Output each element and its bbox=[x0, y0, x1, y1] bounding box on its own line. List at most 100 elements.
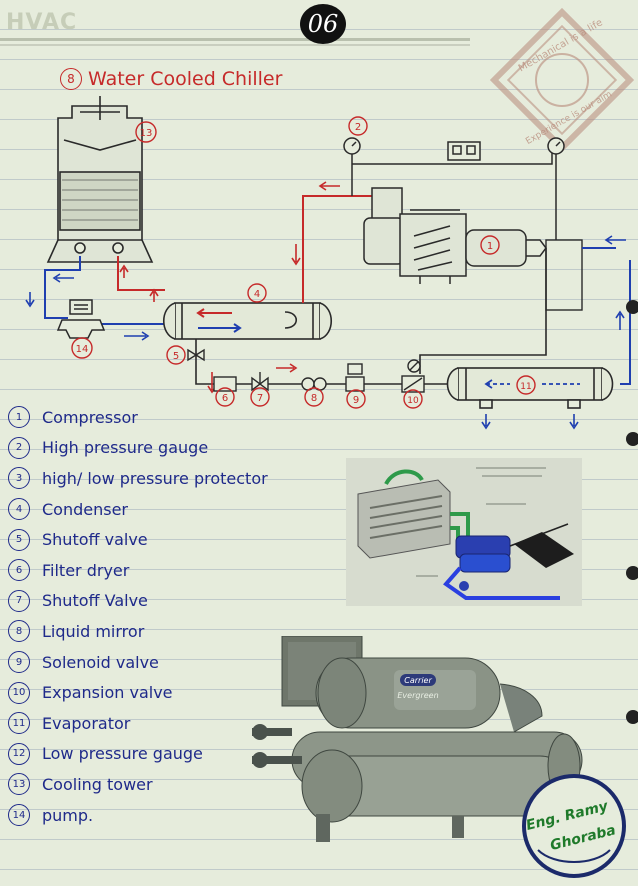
legend-text: Liquid mirror bbox=[42, 621, 145, 641]
legend-text: Solenoid valve bbox=[42, 652, 159, 672]
label-13: 13 bbox=[135, 121, 157, 143]
chiller-brand: Carrier bbox=[404, 676, 432, 685]
page-number: 06 bbox=[300, 4, 346, 44]
legend-item: 6 Filter dryer bbox=[8, 555, 268, 586]
legend-number: 14 bbox=[8, 804, 30, 827]
binder-hole bbox=[626, 300, 638, 314]
low-pressure-gauge bbox=[547, 137, 565, 240]
legend-number: 12 bbox=[8, 742, 30, 765]
legend-item: 2 High pressure gauge bbox=[8, 433, 268, 464]
signature-badge: Eng. Ramy Ghoraba bbox=[522, 774, 626, 878]
chiller-3d-illustration bbox=[346, 458, 582, 606]
chiller-model: Evergreen bbox=[397, 691, 438, 700]
flow-arrow-hot-gas bbox=[318, 181, 340, 191]
legend-text: Filter dryer bbox=[42, 560, 130, 580]
svg-text:5: 5 bbox=[173, 351, 179, 362]
label-9: 9 bbox=[346, 389, 366, 409]
pump bbox=[56, 299, 106, 339]
shutoff-valve-5 bbox=[187, 348, 205, 362]
label-2: 2 bbox=[348, 116, 368, 136]
solenoid-valve bbox=[345, 363, 365, 392]
evaporator bbox=[446, 367, 614, 409]
suction-box bbox=[545, 239, 583, 311]
label-14: 14 bbox=[71, 337, 93, 359]
legend-item: 13 Cooling tower bbox=[8, 769, 268, 800]
binder-hole bbox=[626, 566, 638, 580]
high-pressure-gauge bbox=[343, 137, 361, 196]
legend-text: High pressure gauge bbox=[42, 438, 209, 458]
title-number: 8 bbox=[60, 68, 82, 90]
legend-number: 2 bbox=[8, 436, 30, 459]
legend-text: Evaporator bbox=[42, 713, 131, 733]
binder-hole bbox=[626, 432, 638, 446]
legend-text: pump. bbox=[42, 805, 94, 825]
svg-text:13: 13 bbox=[140, 128, 153, 139]
watermark-stamp: Mechanical is a life Experience is our a… bbox=[489, 7, 635, 153]
header-rule bbox=[0, 28, 470, 48]
legend-text: Low pressure gauge bbox=[42, 744, 203, 764]
legend-text: Cooling tower bbox=[42, 774, 153, 794]
svg-text:9: 9 bbox=[353, 395, 359, 406]
legend-number: 9 bbox=[8, 651, 30, 674]
label-11: 11 bbox=[516, 375, 536, 395]
legend-number: 4 bbox=[8, 498, 30, 521]
svg-text:4: 4 bbox=[254, 289, 260, 300]
svg-text:14: 14 bbox=[76, 344, 89, 355]
legend-number: 13 bbox=[8, 773, 30, 796]
legend-number: 10 bbox=[8, 681, 30, 704]
svg-text:2: 2 bbox=[355, 122, 361, 133]
pressure-protector bbox=[352, 141, 553, 165]
svg-text:6: 6 bbox=[222, 393, 228, 404]
legend-text: Condenser bbox=[42, 499, 128, 519]
page-title: 8 Water Cooled Chiller bbox=[60, 68, 282, 90]
legend-text: high/ low pressure protector bbox=[42, 468, 268, 488]
legend-item: 4 Condenser bbox=[8, 494, 268, 525]
legend-item: 8 Liquid mirror bbox=[8, 616, 268, 647]
label-6: 6 bbox=[215, 387, 235, 407]
shutoff-valve-7 bbox=[251, 372, 269, 392]
legend-item: 9 Solenoid valve bbox=[8, 647, 268, 678]
legend-number: 11 bbox=[8, 712, 30, 735]
legend-number: 5 bbox=[8, 528, 30, 551]
cooling-tower bbox=[46, 96, 154, 263]
legend-item: 10 Expansion valve bbox=[8, 677, 268, 708]
legend-text: Expansion valve bbox=[42, 683, 173, 703]
label-4: 4 bbox=[247, 283, 267, 303]
svg-text:11: 11 bbox=[520, 382, 531, 392]
legend-item: 12 Low pressure gauge bbox=[8, 739, 268, 770]
hot-gas-line bbox=[302, 195, 385, 303]
label-5: 5 bbox=[166, 345, 186, 365]
flow-arrow-liquid-2 bbox=[276, 363, 298, 373]
compressor bbox=[363, 187, 547, 284]
binder-hole bbox=[626, 710, 638, 724]
expansion-valve bbox=[401, 359, 425, 393]
chiller-schematic: 13 14 bbox=[25, 96, 631, 430]
legend-number: 8 bbox=[8, 620, 30, 643]
liquid-mirror bbox=[301, 377, 327, 391]
legend-text: Shutoff Valve bbox=[42, 591, 148, 611]
label-1: 1 bbox=[480, 235, 500, 255]
legend-item: 3 high/ low pressure protector bbox=[8, 463, 268, 494]
condenser-water-piping bbox=[44, 256, 165, 325]
legend-item: 14 pump. bbox=[8, 800, 268, 831]
carrier-chiller-photo: Carrier Evergreen bbox=[252, 636, 583, 842]
legend-number: 6 bbox=[8, 559, 30, 582]
chiller-nameplate: Carrier Evergreen bbox=[397, 674, 439, 700]
flow-arrows-evaporator-drain bbox=[481, 414, 579, 430]
legend-number: 1 bbox=[8, 406, 30, 429]
legend-number: 3 bbox=[8, 467, 30, 490]
filter-dryer bbox=[213, 376, 237, 392]
condenser bbox=[162, 302, 333, 340]
label-8: 8 bbox=[304, 387, 324, 407]
section-label: HVAC bbox=[6, 10, 78, 35]
legend-item: 11 Evaporator bbox=[8, 708, 268, 739]
svg-text:8: 8 bbox=[311, 393, 317, 404]
legend-text: Shutoff valve bbox=[42, 530, 148, 550]
svg-text:7: 7 bbox=[257, 393, 263, 404]
flow-arrows-chilled bbox=[604, 235, 626, 330]
svg-text:10: 10 bbox=[407, 396, 419, 406]
